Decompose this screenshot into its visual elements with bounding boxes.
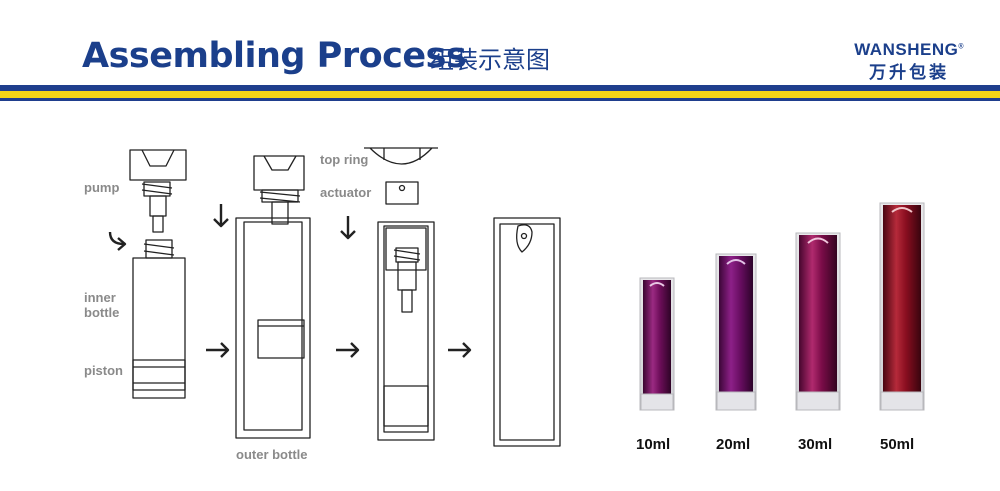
header-band-blue [0, 85, 1000, 91]
label-piston: piston [84, 363, 123, 378]
step1-components [129, 149, 187, 399]
label-inner-bottle-line2: bottle [84, 305, 120, 320]
capacity-label-50ml: 50ml [880, 436, 915, 453]
product-bottle-50ml [879, 202, 925, 411]
product-bottle-20ml [715, 253, 757, 411]
label-inner-bottle-line1: inner [84, 290, 116, 305]
right-arrow-icon [206, 342, 230, 358]
curved-arrow-icon [108, 231, 127, 251]
step4-final-bottle [493, 217, 561, 447]
header-band-yellow [0, 91, 1000, 98]
down-arrow-icon [213, 204, 229, 228]
registered-mark: ® [958, 43, 964, 51]
right-arrow-icon [336, 342, 360, 358]
logo-text-cn: 万升包装 [869, 63, 950, 83]
label-outer-bottle: outer bottle [236, 447, 308, 462]
logo-text-en: WANSHENG [854, 40, 959, 59]
step3-components [364, 147, 438, 441]
label-top-ring: top ring [320, 152, 369, 167]
product-bottle-10ml [639, 277, 675, 411]
brand-logo: WANSHENG® 万升包装 [854, 40, 964, 83]
right-arrow-icon [448, 342, 472, 358]
page-title: Assembling Process [82, 36, 467, 76]
capacity-label-30ml: 30ml [798, 436, 833, 453]
step2-outer-bottle [235, 155, 311, 439]
page-subtitle: 组装示意图 [430, 46, 550, 74]
label-actuator: actuator [320, 185, 372, 200]
header-band-blue-thin [0, 98, 1000, 101]
label-pump: pump [84, 180, 120, 195]
capacity-label-20ml: 20ml [716, 436, 751, 453]
capacity-label-10ml: 10ml [636, 436, 671, 453]
product-bottle-30ml [795, 232, 841, 411]
down-arrow-icon [340, 216, 356, 240]
